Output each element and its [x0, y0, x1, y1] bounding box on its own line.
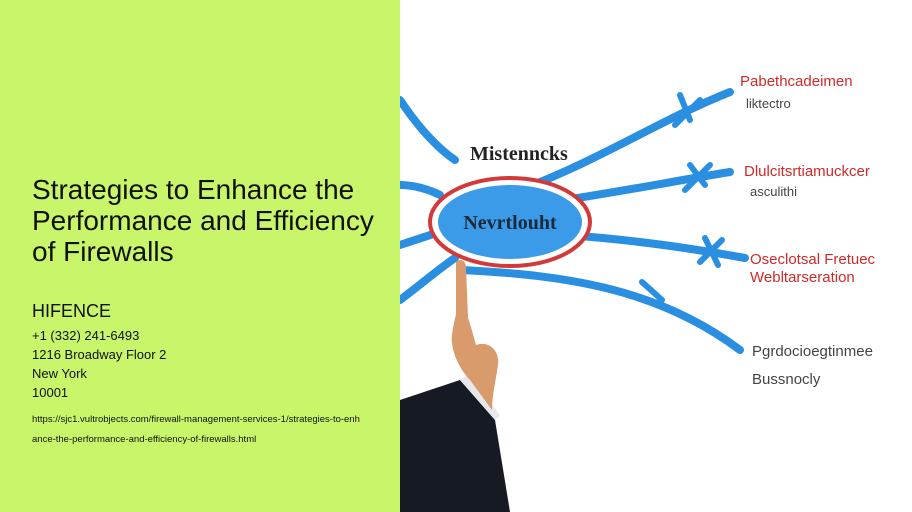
branch-label-2-line2: asculithi	[750, 184, 797, 199]
company-zip: 10001	[32, 385, 69, 400]
center-label: Nevrtlouht	[463, 212, 557, 234]
shirt-cuff	[460, 372, 500, 420]
company-phone: +1 (332) 241-6493	[32, 328, 140, 343]
branch-label-3-line1: Oseclotsal Fretuec	[750, 251, 876, 268]
suit-sleeve	[400, 380, 510, 512]
branch-label-2-line1: Dlulcitsrtiamuckcer	[744, 163, 870, 180]
branch-line-6	[400, 181, 444, 199]
page-url: https://sjc1.vultrobjects.com/firewall-m…	[32, 414, 360, 445]
branch-label-1-line1: Pabethcadeimen	[740, 73, 853, 90]
mindmap-branches	[400, 88, 749, 354]
company-city: New York	[32, 366, 87, 381]
branch-arrows	[639, 92, 725, 303]
branch-line-8	[400, 254, 459, 304]
article-title: Strategies to Enhance the Performance an…	[32, 174, 374, 267]
mindmap-illustration: Mistenncks Nevrtlouht Pabethcadeimen lik…	[400, 0, 912, 512]
branch-label-4-line1: Pgrdocioegtinmee	[752, 343, 873, 360]
branch-line-1	[516, 88, 734, 194]
pointing-finger	[456, 260, 468, 321]
branch-label-4-line2: Bussnocly	[752, 371, 821, 388]
company-name: HIFENCE	[32, 301, 112, 321]
center-node	[438, 185, 582, 259]
branch-label-1-line2: liktectro	[746, 96, 791, 111]
company-street: 1216 Broadway Floor 2	[32, 347, 167, 362]
branch-label-3-line2: Webltarseration	[750, 269, 855, 286]
top-label: Mistenncks	[470, 143, 568, 165]
info-panel: Strategies to Enhance the Performance an…	[0, 0, 400, 512]
branch-line-5	[400, 96, 459, 164]
pointing-hand	[451, 300, 499, 410]
mindmap-svg: Mistenncks Nevrtlouht Pabethcadeimen lik…	[400, 73, 876, 512]
branch-line-3	[561, 231, 749, 262]
branch-line-2	[561, 168, 734, 204]
branch-line-4	[456, 266, 744, 354]
